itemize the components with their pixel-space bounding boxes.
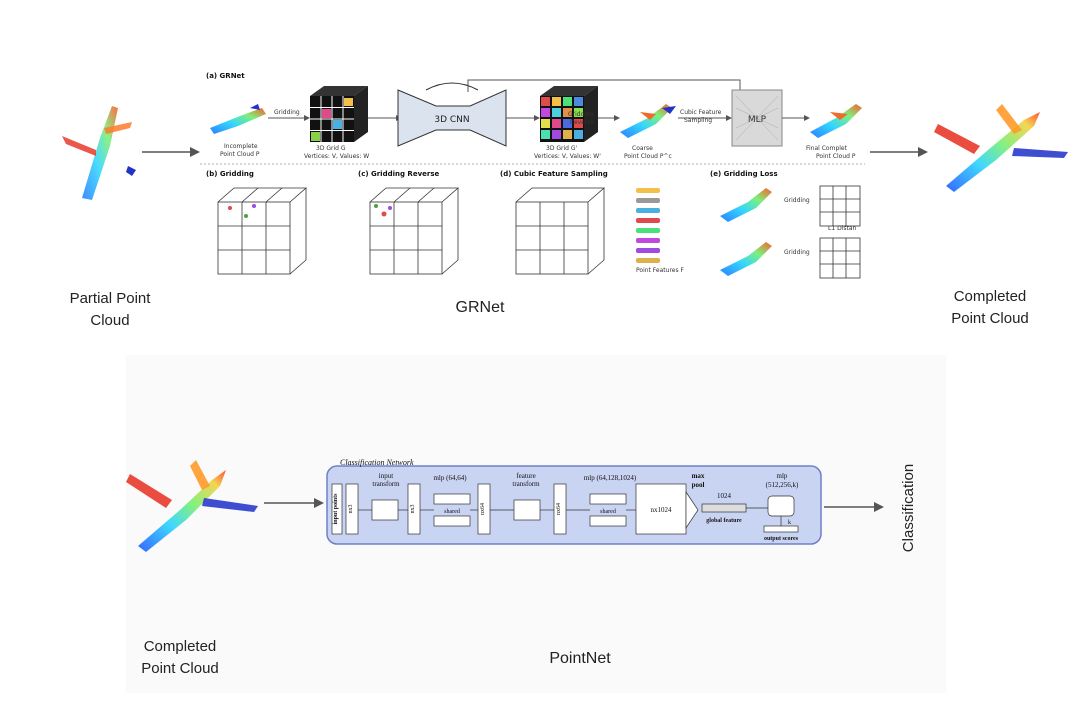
loss-cloud-1 [720,188,772,222]
svg-text:Classification Network: Classification Network [340,458,414,467]
svg-text:Final Complet: Final Complet [806,145,848,152]
svg-text:MLP: MLP [748,115,767,125]
svg-text:nx3: nx3 [348,505,354,514]
svg-text:Cubic Feature: Cubic Feature [680,109,722,116]
classification-label: Classification [900,463,917,553]
svg-text:Point Cloud P^c: Point Cloud P^c [624,153,672,160]
grnet-title-a: (a) GRNet [206,72,245,80]
svg-text:Incomplete: Incomplete [224,143,258,150]
arrow-to-grnet [142,147,200,157]
completed-point-cloud-label-top: Completed Point Cloud [951,288,1029,327]
svg-text:transform: transform [512,480,540,488]
svg-text:1024: 1024 [717,492,732,500]
svg-text:max: max [692,472,705,480]
svg-text:Point Features F: Point Features F [636,267,685,274]
point-feature-bars [636,188,660,263]
arrow-from-grnet [870,147,928,157]
svg-text:(d) Cubic Feature Sampling: (d) Cubic Feature Sampling [500,170,608,178]
svg-text:(e) Gridding Loss: (e) Gridding Loss [710,170,778,178]
3d-cnn-block [397,82,507,147]
grnet-label: GRNet [455,299,505,316]
svg-text:nx1024: nx1024 [651,506,673,514]
cubic-feature-cube [515,187,606,275]
svg-text:mlp (64,128,1024): mlp (64,128,1024) [584,474,637,482]
svg-text:3D Grid G': 3D Grid G' [546,145,577,152]
svg-text:Vertices: V, Values: W: Vertices: V, Values: W [304,153,369,160]
partial-point-cloud-label: Partial Point Cloud [69,290,151,329]
svg-text:transform: transform [372,480,400,488]
svg-text:nx3: nx3 [410,505,416,514]
svg-text:k: k [788,520,791,526]
svg-text:global feature: global feature [706,518,742,524]
loss-cloud-2 [720,242,772,276]
incomplete-point-cloud [210,104,266,134]
final-point-cloud [810,104,862,138]
partial-point-cloud-image [62,106,136,200]
arrow-to-pointnet [264,498,324,508]
svg-text:mlp (64,64): mlp (64,64) [433,474,467,482]
svg-text:Point Cloud P: Point Cloud P [816,153,856,160]
coarse-point-cloud [620,104,676,138]
svg-text:Vertices: V, Values: W': Vertices: V, Values: W' [534,153,601,160]
svg-text:Sampling: Sampling [684,117,712,124]
svg-text:input: input [379,472,393,480]
grid-g-icon [310,86,368,142]
svg-text:output scores: output scores [764,536,799,542]
svg-text:Reverse: Reverse [570,119,594,126]
svg-text:3D Grid G: 3D Grid G [316,145,346,152]
mlp-block [731,89,783,147]
svg-text:nx64: nx64 [556,503,562,515]
svg-text:input points: input points [333,493,339,525]
grnet-diagram: (a) GRNet Incomplete Point Cloud P Gridd… [200,68,865,280]
svg-text:3D CNN: 3D CNN [434,115,469,125]
svg-text:(c) Gridding Reverse: (c) Gridding Reverse [358,170,440,178]
completed-point-cloud-label-bottom: Completed Point Cloud [141,638,219,677]
gridding-reverse-cube [369,187,460,275]
svg-text:L1 Distan: L1 Distan [828,225,857,232]
svg-text:mlp: mlp [777,472,788,480]
gridding-cube [217,187,308,275]
completed-point-cloud-image [934,104,1068,192]
grid-g-prime-icon [540,86,598,142]
svg-text:feature: feature [516,472,535,480]
svg-text:Point Cloud P: Point Cloud P [220,151,260,158]
svg-text:Gridding: Gridding [274,109,300,116]
svg-text:shared: shared [444,509,460,515]
completed-point-cloud-image-bottom [126,460,258,552]
svg-text:(b) Gridding: (b) Gridding [206,170,254,178]
arrow-to-classification [824,502,884,512]
svg-text:Gridding: Gridding [784,249,810,256]
svg-text:(512,256,k): (512,256,k) [766,481,799,489]
svg-text:pool: pool [692,481,705,489]
svg-text:Coarse: Coarse [632,145,653,152]
svg-text:Gridding: Gridding [784,197,810,204]
svg-text:Gridding: Gridding [568,111,594,118]
svg-text:nx64: nx64 [480,503,486,515]
pointnet-label: PointNet [549,650,611,667]
pointnet-diagram: Classification Network input points nx3 … [326,458,822,545]
svg-text:shared: shared [600,509,616,515]
